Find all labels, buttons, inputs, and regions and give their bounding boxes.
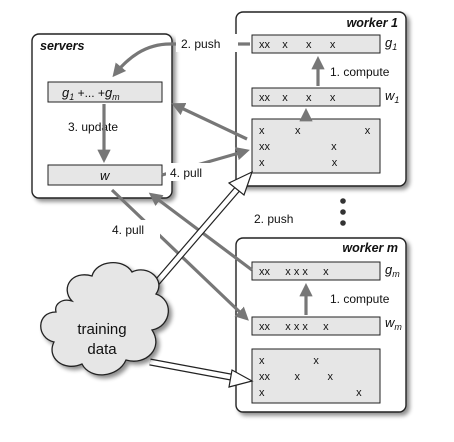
internal-arrows [97, 55, 325, 315]
push2-label: 2. push [254, 212, 293, 226]
worker1-data-line-2: xx x [259, 141, 337, 153]
worker1-gradient-values: xx x x x [259, 39, 336, 51]
pull1-label: 4. pull [170, 166, 202, 180]
worker1-gradient-box [251, 34, 381, 54]
workerm-data-line-3: x x [259, 387, 362, 399]
servers-title: servers [40, 39, 85, 53]
push-arrow-worker1 [112, 42, 250, 78]
server-sum-label: g1 +... +gm [62, 85, 120, 102]
workerm-weight-box [251, 316, 381, 336]
pull2-label-bg [108, 220, 160, 238]
worker1-compute-label: 1. compute [330, 65, 390, 79]
training-data-cloud: training data [40, 262, 169, 376]
ellipsis-dot-1 [340, 198, 346, 204]
update-label: 3. update [68, 120, 118, 134]
worker1-weight-label: w1 [385, 88, 399, 105]
workerm-weight-label: wm [385, 315, 402, 332]
cloud-label-line1: training [77, 321, 126, 338]
worker1-data-line-3: x x [259, 157, 338, 169]
pull1-label-bg [166, 163, 218, 181]
workerm-compute-label: 1. compute [330, 292, 390, 306]
workerm-data-line-2: xx x x [259, 371, 333, 383]
worker1-weight-values: xx x x x [259, 92, 336, 104]
worker1-to-server-arrow [171, 102, 248, 141]
worker1-data-line-1: x x x [259, 125, 371, 137]
push1-label-bg [176, 34, 238, 52]
workerm-group: worker m xx x x x x gm 1. compute xx x x… [235, 237, 407, 413]
workerm-title: worker m [342, 241, 398, 255]
push1-label: 2. push [181, 37, 220, 51]
worker1-data-box [251, 118, 381, 174]
workerm-data-box [251, 348, 381, 404]
edge-arrows: 2. push 4. pull 2. push 4. pull [108, 34, 310, 321]
push2-label-bg [250, 210, 310, 228]
pull2-label: 4. pull [112, 223, 144, 237]
servers-box [31, 33, 173, 199]
data-to-workerm-arrow [149, 358, 254, 388]
server-weight-label: w [100, 168, 111, 183]
server-sum-box [47, 81, 163, 103]
worker1-weight-box [251, 87, 381, 107]
cloud-shape [40, 262, 169, 376]
workerm-weight-values: xx x x x x [259, 321, 329, 333]
workerm-data-line-1: x x [259, 355, 319, 367]
worker1-gradient-label: g1 [385, 35, 397, 52]
worker1-group: worker 1 xx x x x g1 1. compute xx x x x… [235, 11, 407, 187]
workerm-gradient-box [251, 261, 381, 281]
worker1-title: worker 1 [347, 16, 398, 30]
workerm-gradient-values: xx x x x x [259, 266, 329, 278]
servers-group: servers g1 +... +gm 3. update w [31, 33, 173, 199]
workerm-gradient-label: gm [385, 262, 400, 279]
ellipsis-dot-2 [340, 209, 346, 215]
cloud-label-line2: data [87, 341, 117, 358]
ellipsis-dot-3 [340, 220, 346, 226]
workers-ellipsis [340, 198, 346, 226]
